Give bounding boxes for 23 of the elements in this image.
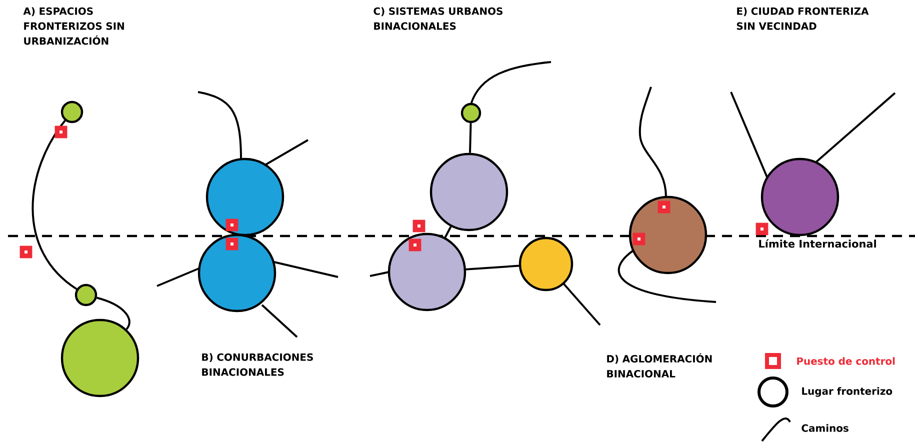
legend-label: Caminos	[802, 424, 848, 432]
road-line	[469, 123, 472, 153]
border-place-circle	[760, 158, 840, 236]
group-title: B) CONURBACIONES BINACIONALES	[202, 353, 313, 376]
border-place-circle	[628, 196, 708, 274]
road-line	[444, 226, 452, 238]
legend-label: Lugar fronterizo	[802, 387, 892, 397]
border-place-circle	[206, 158, 284, 236]
road-line	[466, 264, 520, 270]
border-place-circle	[518, 236, 574, 292]
border-place-circle	[60, 100, 84, 124]
group-title: D) AGLOMERACIÓN BINACIONAL	[607, 353, 712, 378]
road-line	[32, 120, 78, 290]
group-title: A) ESPACIOS FRONTERIZOS SIN URBANIZACIÓN	[23, 7, 124, 45]
border-place-circle	[74, 284, 98, 306]
group-title: E) CIUDAD FRONTERIZA SIN VECINDAD	[736, 7, 869, 30]
border-place-circle	[388, 232, 466, 312]
border-place-circle	[60, 318, 140, 398]
border-place-circle	[198, 234, 276, 312]
legend-label: Puesto de control	[797, 357, 895, 365]
border-place-circle	[430, 152, 508, 232]
border-place-circle	[460, 102, 482, 124]
group-title: C) SISTEMAS URBANOS BINACIONALES	[374, 7, 502, 30]
